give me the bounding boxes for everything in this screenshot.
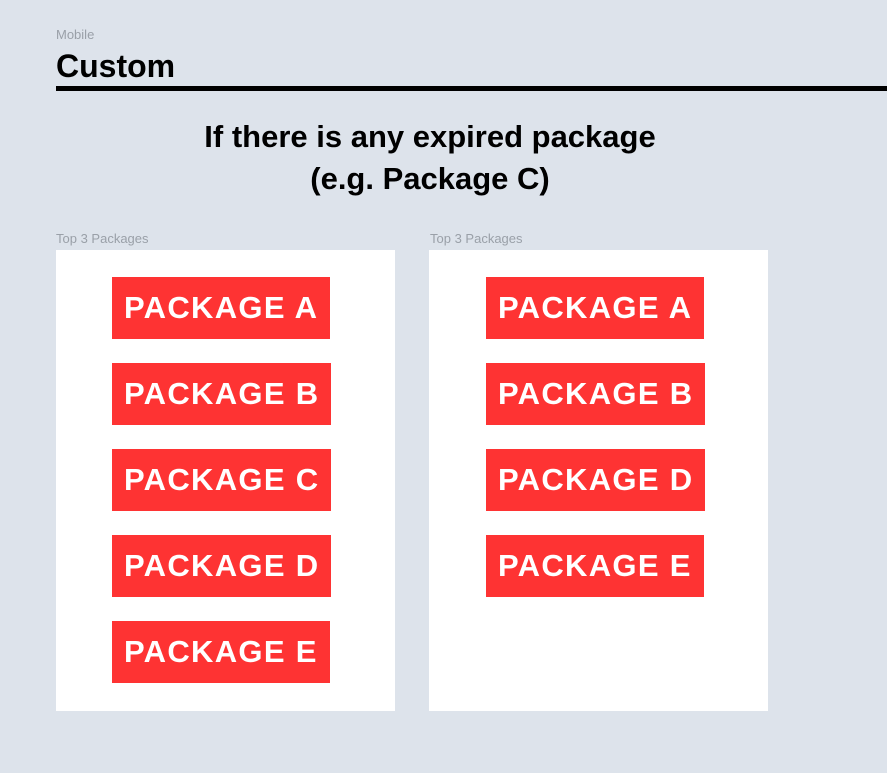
scenario-heading: If there is any expired package (e.g. Pa… <box>0 116 860 200</box>
package-button[interactable]: PACKAGE D <box>112 535 332 597</box>
panel-label-after: Top 3 Packages <box>430 231 523 246</box>
package-button[interactable]: PACKAGE B <box>486 363 706 425</box>
packages-panel-after: PACKAGE A PACKAGE B PACKAGE D PACKAGE E <box>429 250 768 711</box>
section-label: Mobile <box>56 27 95 42</box>
heading-line-1: If there is any expired package <box>204 119 656 154</box>
package-button[interactable]: PACKAGE E <box>486 535 704 597</box>
title-divider <box>56 86 887 91</box>
package-button[interactable]: PACKAGE B <box>112 363 332 425</box>
package-button[interactable]: PACKAGE C <box>112 449 332 511</box>
package-button[interactable]: PACKAGE A <box>112 277 331 339</box>
package-button[interactable]: PACKAGE D <box>486 449 706 511</box>
panel-label-before: Top 3 Packages <box>56 231 149 246</box>
package-button[interactable]: PACKAGE E <box>112 621 330 683</box>
packages-panel-before: PACKAGE A PACKAGE B PACKAGE C PACKAGE D … <box>56 250 395 711</box>
section-title: Custom <box>56 48 176 84</box>
package-button[interactable]: PACKAGE A <box>486 277 705 339</box>
heading-line-2: (e.g. Package C) <box>310 161 550 196</box>
